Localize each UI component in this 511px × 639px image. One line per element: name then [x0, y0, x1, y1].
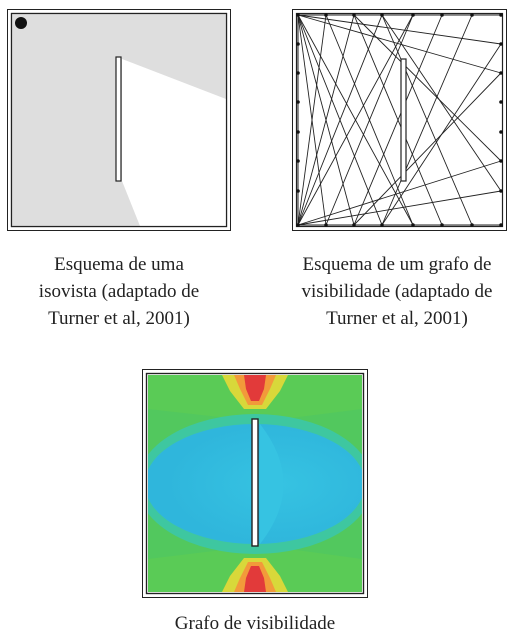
- map-center-right-lobe: [260, 424, 284, 544]
- visibility-edge: [297, 190, 502, 226]
- graph-node: [296, 13, 300, 17]
- visibility-edge: [297, 14, 502, 74]
- visibility-map-figure: [142, 369, 368, 598]
- graph-node: [352, 223, 356, 227]
- visibility-edge: [353, 14, 443, 226]
- graph-node: [499, 100, 503, 104]
- graph-node: [499, 42, 503, 46]
- visibility-edge: [297, 14, 355, 226]
- visibility-edge: [381, 14, 502, 192]
- graph-node: [352, 13, 356, 17]
- visibility-graph-nodes: [296, 13, 503, 227]
- isovist-figure: [7, 9, 231, 231]
- visibility-graph-outer-frame: [292, 9, 507, 231]
- graph-node: [296, 71, 300, 75]
- isovist-caption-line: Turner et al, 2001): [48, 308, 190, 329]
- graph-node: [499, 159, 503, 163]
- graph-node: [380, 13, 384, 17]
- isovist-diagram: [7, 9, 231, 231]
- visibility-map-caption-line: Grafo de visibilidade: [174, 613, 336, 634]
- graph-node: [296, 42, 300, 46]
- visibility-graph-caption-line: Esquema de um grafo de: [302, 254, 492, 275]
- visibility-edge: [353, 72, 502, 226]
- visibility-map-wall: [251, 418, 259, 547]
- graph-node: [499, 223, 503, 227]
- visibility-graph-inner-frame: [295, 12, 504, 228]
- graph-node: [499, 130, 503, 134]
- visibility-edge: [353, 14, 502, 162]
- graph-node: [470, 13, 474, 17]
- visibility-edge: [325, 14, 414, 226]
- visibility-graph-wall: [400, 58, 407, 182]
- graph-node: [296, 189, 300, 193]
- visibility-edge: [297, 14, 383, 226]
- graph-node: [324, 13, 328, 17]
- graph-node: [470, 223, 474, 227]
- visibility-graph-diagram: [292, 9, 507, 231]
- observer-dot-icon: [15, 17, 27, 29]
- graph-node: [499, 189, 503, 193]
- visibility-map-diagram: [142, 369, 368, 598]
- graph-node: [296, 159, 300, 163]
- visibility-map-outer-frame: [142, 369, 368, 598]
- graph-node: [499, 71, 503, 75]
- visibility-graph-edges: [297, 14, 502, 226]
- map-bottom-red: [244, 566, 266, 592]
- isovist-wall: [115, 56, 122, 182]
- isovist-outer-frame: [7, 9, 231, 231]
- visibility-graph-caption-line: visibilidade (adaptado de: [301, 281, 493, 302]
- visibility-edge: [297, 14, 502, 45]
- visibility-graph-caption: Esquema de um grafo de visibilidade (ada…: [283, 251, 511, 332]
- graph-node: [411, 223, 415, 227]
- graph-node: [499, 13, 503, 17]
- graph-node: [440, 223, 444, 227]
- visibility-edge: [381, 14, 473, 226]
- graph-node: [440, 13, 444, 17]
- graph-node: [296, 130, 300, 134]
- graph-node: [380, 223, 384, 227]
- graph-node: [296, 100, 300, 104]
- visibility-edge: [297, 14, 327, 226]
- graph-node: [296, 223, 300, 227]
- isovist-caption: Esquema de uma isovista (adaptado de Tur…: [7, 251, 231, 332]
- isovist-visible-area: [122, 59, 226, 226]
- visibility-graph-caption-line: Turner et al, 2001): [326, 308, 468, 329]
- isovist-caption-line: isovista (adaptado de: [38, 281, 200, 302]
- map-top-red: [244, 375, 266, 401]
- visibility-graph-figure: [292, 9, 507, 231]
- graph-node: [324, 223, 328, 227]
- visibility-edge: [381, 43, 502, 226]
- isovist-caption-line: Esquema de uma: [54, 254, 184, 275]
- visibility-edge: [297, 14, 414, 226]
- graph-node: [411, 13, 415, 17]
- visibility-map-caption: Grafo de visibilidade: [132, 610, 378, 637]
